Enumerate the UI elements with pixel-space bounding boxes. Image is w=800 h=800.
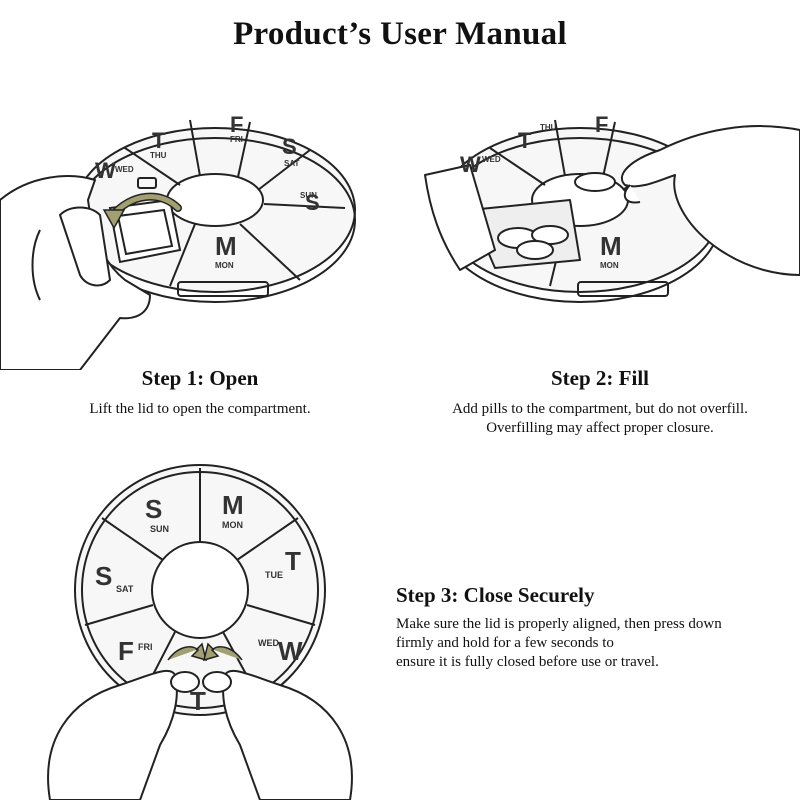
step-2-description: Add pills to the compartment, but do not… [400, 400, 800, 438]
day-name-mon: MON [215, 261, 234, 270]
step-3-desc-line-2: firmly and hold for a few seconds to [396, 635, 614, 651]
day-letter-wed: W [460, 152, 481, 177]
day-letter-sun: S [145, 494, 162, 524]
day-name-wed: WED [115, 165, 134, 174]
day-name-sun: SUN [150, 524, 169, 534]
day-letter-thu: T [152, 128, 166, 153]
day-letter-wed: W [278, 636, 303, 666]
step-3-desc-line-1: Make sure the lid is properly aligned, t… [396, 616, 722, 632]
day-name-fri: FRI [138, 642, 153, 652]
step-3-title: Step 3: Close Securely [396, 583, 595, 607]
day-name-fri: FRI [230, 135, 243, 144]
day-letter-sun: S [305, 190, 320, 215]
day-letter-sat: S [95, 561, 112, 591]
day-letter-fri: F [230, 112, 243, 137]
day-letter-mon: M [600, 231, 622, 261]
step-1-description: Lift the lid to open the compartment. [0, 400, 400, 419]
day-letter-tue: T [285, 546, 301, 576]
day-name-thu: THU [150, 151, 167, 160]
day-letter-thu: T [190, 686, 206, 716]
day-name-sat: SAT [284, 159, 300, 168]
step-3-description: Make sure the lid is properly aligned, t… [396, 615, 794, 672]
day-name-wed: WED [258, 638, 279, 648]
day-letter-fri: F [595, 112, 608, 137]
day-name-sun: SUN [300, 191, 317, 200]
day-name-thu: THU [540, 123, 557, 132]
day-name-mon: MON [222, 520, 243, 530]
step-3-illustration: S SUN M MON T TUE W WED T F FRI S SAT [10, 460, 390, 800]
day-letter-sat: S [282, 134, 297, 159]
day-letter-mon: M [222, 490, 244, 520]
step-2-desc-line-2: Overfilling may affect proper closure. [486, 420, 714, 436]
day-letter-wed: W [95, 158, 116, 183]
day-name-sat: SAT [116, 584, 134, 594]
day-letter-fri: F [118, 636, 134, 666]
pill-organizer-close-drawing: S SUN M MON T TUE W WED T F FRI S SAT [47, 464, 353, 800]
day-name-mon: MON [600, 261, 619, 270]
step-3-desc-line-3: ensure it is fully closed before use or … [396, 654, 659, 670]
day-letter-thu: T [518, 128, 532, 153]
day-letter-mon: M [215, 231, 237, 261]
step-1-desc-line: Lift the lid to open the compartment. [89, 401, 311, 417]
step-2-desc-line-1: Add pills to the compartment, but do not… [452, 401, 748, 417]
page-title: Product’s User Manual [233, 16, 567, 52]
step-1-illustration: T THU F FRI S SAT S SUN M MON W WED [0, 90, 400, 370]
step-1-title: Step 1: Open [141, 366, 259, 390]
step-2-illustration: T THU F W WED M MON [400, 90, 800, 370]
pill-organizer-fill-drawing: T THU F W WED M MON [424, 112, 800, 303]
day-name-tue: TUE [265, 570, 283, 580]
day-name-wed: WED [482, 155, 501, 164]
step-2-title: Step 2: Fill [551, 366, 649, 390]
pill-organizer-open-drawing: T THU F FRI S SAT S SUN M MON W WED [0, 112, 356, 370]
